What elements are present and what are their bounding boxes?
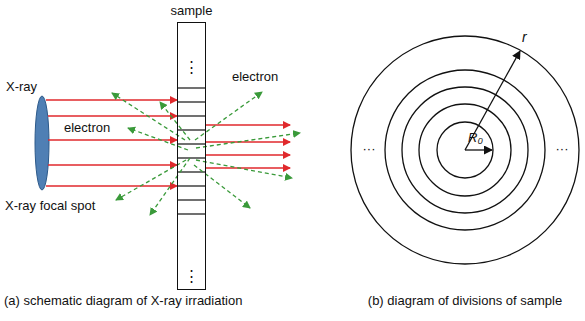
cell-divider (178, 87, 205, 88)
cell-divider (178, 115, 205, 116)
cell-divider (178, 157, 205, 158)
ellipsis-mark: ··· (363, 142, 376, 156)
caption: (b) diagram of divisions of sample (368, 294, 562, 308)
source-label: X-ray focal spot (5, 199, 95, 213)
ellipsis-mark: ··· (556, 142, 569, 156)
ellipsis-mark: ⋮ (184, 59, 199, 76)
cell-divider (178, 101, 205, 102)
cell-divider (178, 199, 205, 200)
cell-divider (178, 185, 205, 186)
sample-heading: sample (171, 4, 213, 18)
particle-label: electron (232, 70, 278, 84)
dimension-label: R₀ (468, 131, 483, 145)
cell-divider (178, 213, 205, 214)
sample-column: sample⋮⋮ (177, 22, 206, 290)
cell-divider (178, 129, 205, 130)
particle-label: electron (62, 121, 112, 135)
cell-divider (178, 143, 205, 144)
caption: (a) schematic diagram of X-ray irradiati… (4, 294, 242, 308)
cell-divider (178, 171, 205, 172)
beam-label: X-ray (6, 80, 37, 94)
dimension-label: r (522, 30, 527, 45)
ellipsis-mark: ⋮ (184, 268, 199, 285)
